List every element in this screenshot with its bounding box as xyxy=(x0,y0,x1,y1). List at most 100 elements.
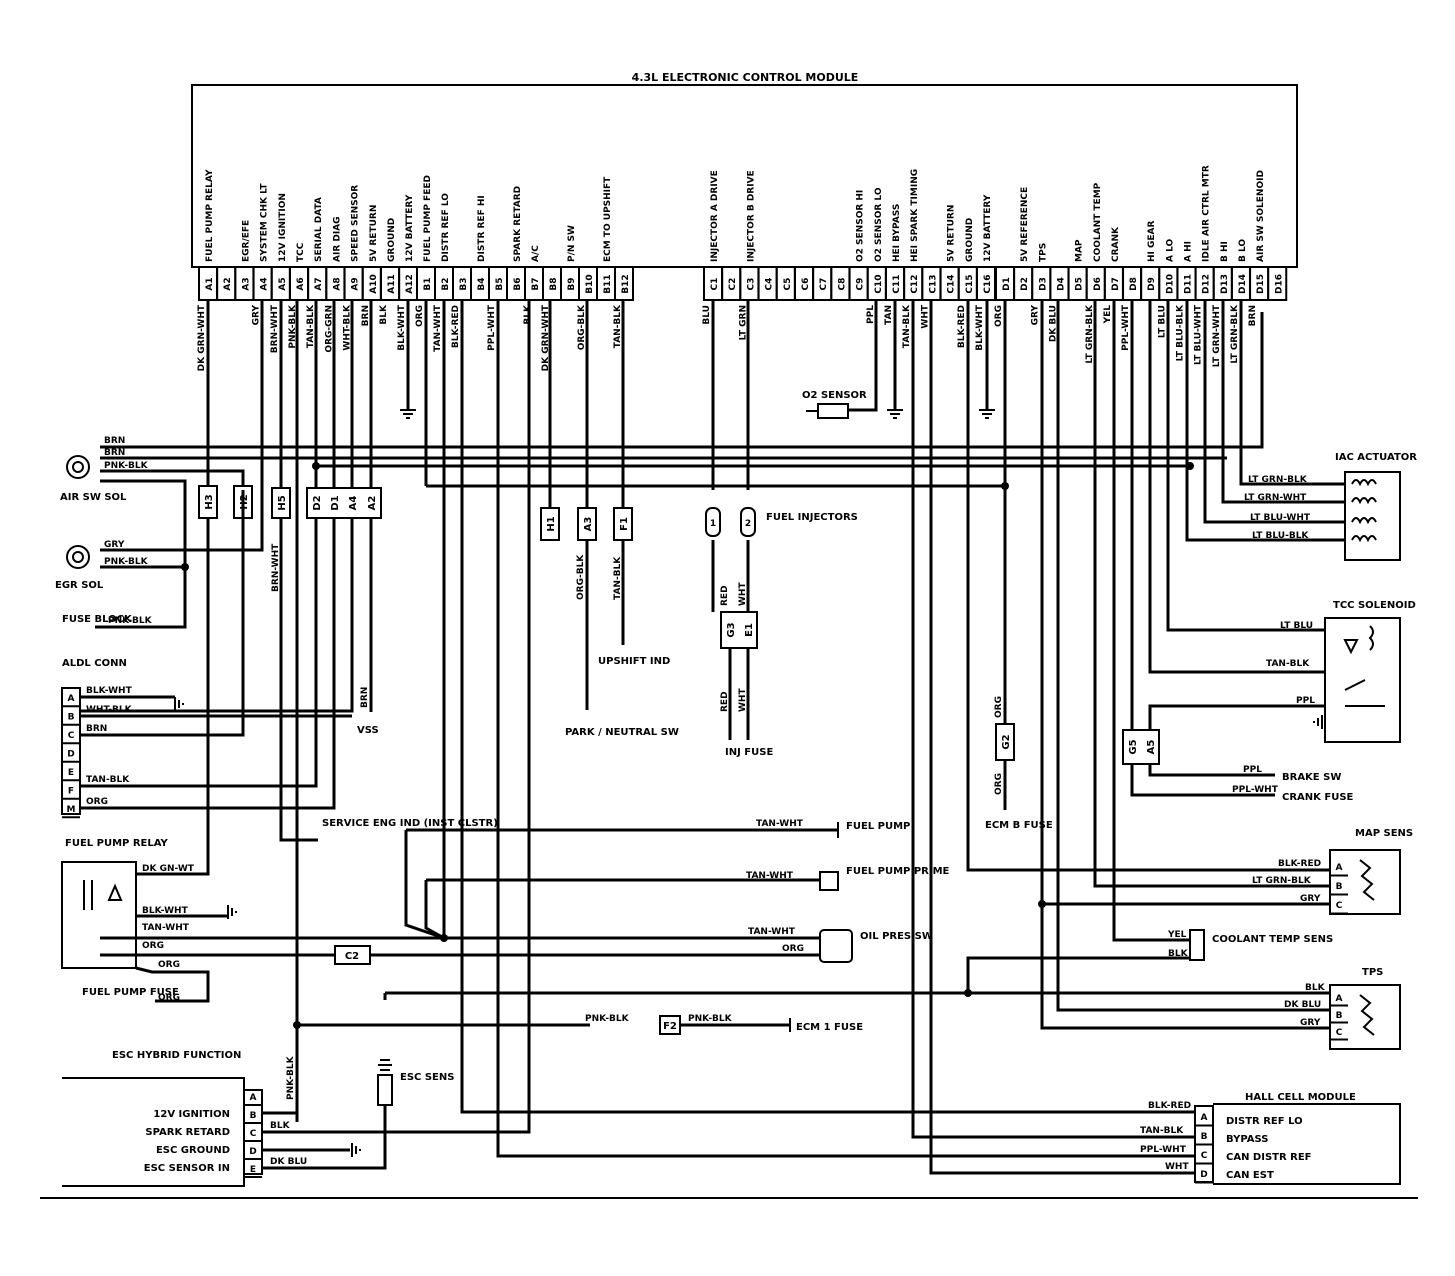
ecm-pin-id-A5: A5 xyxy=(278,277,288,290)
esc-line-0: 12V IGNITION xyxy=(153,1109,230,1120)
fuel-pump-prime-label: FUEL PUMP PRIME xyxy=(846,866,950,877)
wl-lt-grn-wht: LT GRN-WHT xyxy=(1244,493,1307,503)
ecm-pin-label-A3: EGR/EFE xyxy=(241,220,251,262)
ecm-pin-label-A9: SPEED SENSOR xyxy=(351,185,361,262)
ecm-wire-color-D4: DK BLU xyxy=(1048,305,1058,342)
ecm-pin-label-A12: 12V BATTERY xyxy=(405,194,415,262)
ecm-pin-id-A11: A11 xyxy=(387,274,397,294)
ecm-pin-id-C15: C15 xyxy=(965,274,975,293)
wl-org5: ORG xyxy=(994,696,1004,718)
conn-G3: G3 xyxy=(726,622,737,637)
hall-line-1: BYPASS xyxy=(1226,1134,1268,1145)
wl-tan-blk4: TAN-BLK xyxy=(1140,1126,1184,1136)
map-pin-group: ABC xyxy=(1330,863,1348,915)
ecm-wire-color-C1: BLU xyxy=(702,305,712,325)
ecm-pin-id-B9: B9 xyxy=(567,277,577,290)
conn-A4: A4 xyxy=(348,496,359,511)
wl-lt-blu-blk: LT BLU-BLK xyxy=(1252,531,1309,541)
wl-org7: ORG xyxy=(782,944,804,954)
ecm-pin-id-A7: A7 xyxy=(314,277,324,290)
ecm-pin-id-C6: C6 xyxy=(801,278,811,291)
ecm-pin-id-C2: C2 xyxy=(728,278,738,291)
aldl-pin-C: C xyxy=(68,731,75,741)
ecm-wire-color-D7: YEL xyxy=(1103,305,1113,325)
ecm-wire-color-D1: ORG xyxy=(994,305,1004,327)
wl-gry2: GRY xyxy=(1300,894,1321,904)
ecm-pin-label-A10: 5V RETURN xyxy=(369,205,379,262)
ecm-pin-label-A4: SYSTEM CHK LT xyxy=(260,183,270,262)
wl-brn2: BRN xyxy=(104,448,125,458)
ecm-pin-id-C3: C3 xyxy=(746,278,756,291)
ecm-pin-id-C14: C14 xyxy=(947,274,957,293)
ecm-pin-id-D13: D13 xyxy=(1220,274,1230,294)
wl-ppl-wht2: PPL-WHT xyxy=(1140,1145,1187,1155)
esc-line-1: SPARK RETARD xyxy=(145,1127,230,1138)
ecm-pin-label-B2: DISTR REF LO xyxy=(441,193,451,262)
ecm-pin-label-A1: FUEL PUMP RELAY xyxy=(205,169,215,262)
ecm-wire-color-A6: PNK-BLK xyxy=(288,304,298,349)
aldl-pin-M: M xyxy=(67,805,76,815)
ecm-pin-id-B7: B7 xyxy=(531,277,541,290)
tps-label: TPS xyxy=(1362,967,1383,978)
ecm-pin-label-B1: FUEL PUMP FEED xyxy=(423,175,433,262)
esc-line-2: ESC GROUND xyxy=(156,1145,230,1156)
wl-org: ORG xyxy=(86,797,108,807)
esc-pin-D: D xyxy=(249,1147,256,1157)
ecm-pin-label-D13: B HI xyxy=(1220,241,1230,262)
ecm-pin-id-C12: C12 xyxy=(910,274,920,293)
conn-E1: E1 xyxy=(744,623,755,637)
wl-blk-red2: BLK-RED xyxy=(1148,1101,1191,1111)
ecm-pin-id-C5: C5 xyxy=(783,278,793,291)
ecm-pin-id-B3: B3 xyxy=(459,277,469,290)
ecm-b-fuse-label: ECM B FUSE xyxy=(985,820,1053,831)
wl-lt-blu: LT BLU xyxy=(1280,621,1313,631)
crank-fuse-label: CRANK FUSE xyxy=(1282,792,1354,803)
conn-A5: A5 xyxy=(1146,740,1157,755)
ecm-wire-color-C13: WHT xyxy=(920,304,930,328)
ecm-wire-color-A4: GRY xyxy=(252,305,262,326)
wl-gry: GRY xyxy=(104,540,125,550)
ecm-wire-color-D8: PPL-WHT xyxy=(1121,304,1131,351)
conn-C2: C2 xyxy=(345,951,359,962)
ecm-drop-wires xyxy=(72,300,1345,1175)
hall-line-3: CAN EST xyxy=(1226,1170,1274,1181)
ecm-pin-label-D3: TPS xyxy=(1038,243,1048,262)
conn-H3: H3 xyxy=(204,494,215,509)
ecm-pin-label-B4: DISTR REF HI xyxy=(477,195,487,262)
ecm-pin-label-D9: HI GEAR xyxy=(1147,220,1157,262)
egr-sol-label: EGR SOL xyxy=(55,580,104,591)
hall-pin-A: A xyxy=(1201,1113,1208,1123)
ecm-pin-label-D5: MAP xyxy=(1075,239,1085,262)
aldl-label: ALDL CONN xyxy=(62,658,127,669)
wl-red2: RED xyxy=(720,691,730,712)
ecm-pin-id-D6: D6 xyxy=(1093,277,1103,291)
wl-org-blk: ORG-BLK xyxy=(576,554,586,600)
ecm-wire-color-D14: LT GRN-BLK xyxy=(1230,304,1240,364)
ecm-pin-label-B7: A/C xyxy=(531,245,541,262)
fuel-injectors: 1 2 FUEL INJECTORS xyxy=(705,507,858,537)
aldl-pin-D: D xyxy=(67,750,74,760)
wl-org4: ORG xyxy=(158,993,180,1003)
ecm-pin-id-A3: A3 xyxy=(241,277,251,290)
coolant-temp-sensor: COOLANT TEMP SENS xyxy=(1189,929,1333,961)
ecm-wire-color-C15: BLK-RED xyxy=(957,305,967,348)
inj-fuse-label: INJ FUSE xyxy=(725,747,773,758)
ecm-pin-label-D10: A LO xyxy=(1165,238,1175,262)
wl-yel: YEL xyxy=(1167,930,1187,940)
wl-red: RED xyxy=(720,585,730,606)
tps-pin-B: B xyxy=(1336,1011,1343,1021)
ecm-pin-id-D8: D8 xyxy=(1129,277,1139,291)
esc-line-3: ESC SENSOR IN xyxy=(144,1163,230,1174)
ecm-pin-label-C10: O2 SENSOR LO xyxy=(874,187,884,262)
ecm-pin-id-A10: A10 xyxy=(369,274,379,294)
ecm-pin-id-D3: D3 xyxy=(1038,277,1048,291)
ecm-pin-label-C11: HEI BYPASS xyxy=(892,204,902,262)
ecm-wire-color-D3: GRY xyxy=(1030,305,1040,326)
injector-1-label: 1 xyxy=(710,519,716,529)
wl-ppl2: PPL xyxy=(1243,765,1262,775)
ecm-pin-id-A8: A8 xyxy=(332,277,342,290)
